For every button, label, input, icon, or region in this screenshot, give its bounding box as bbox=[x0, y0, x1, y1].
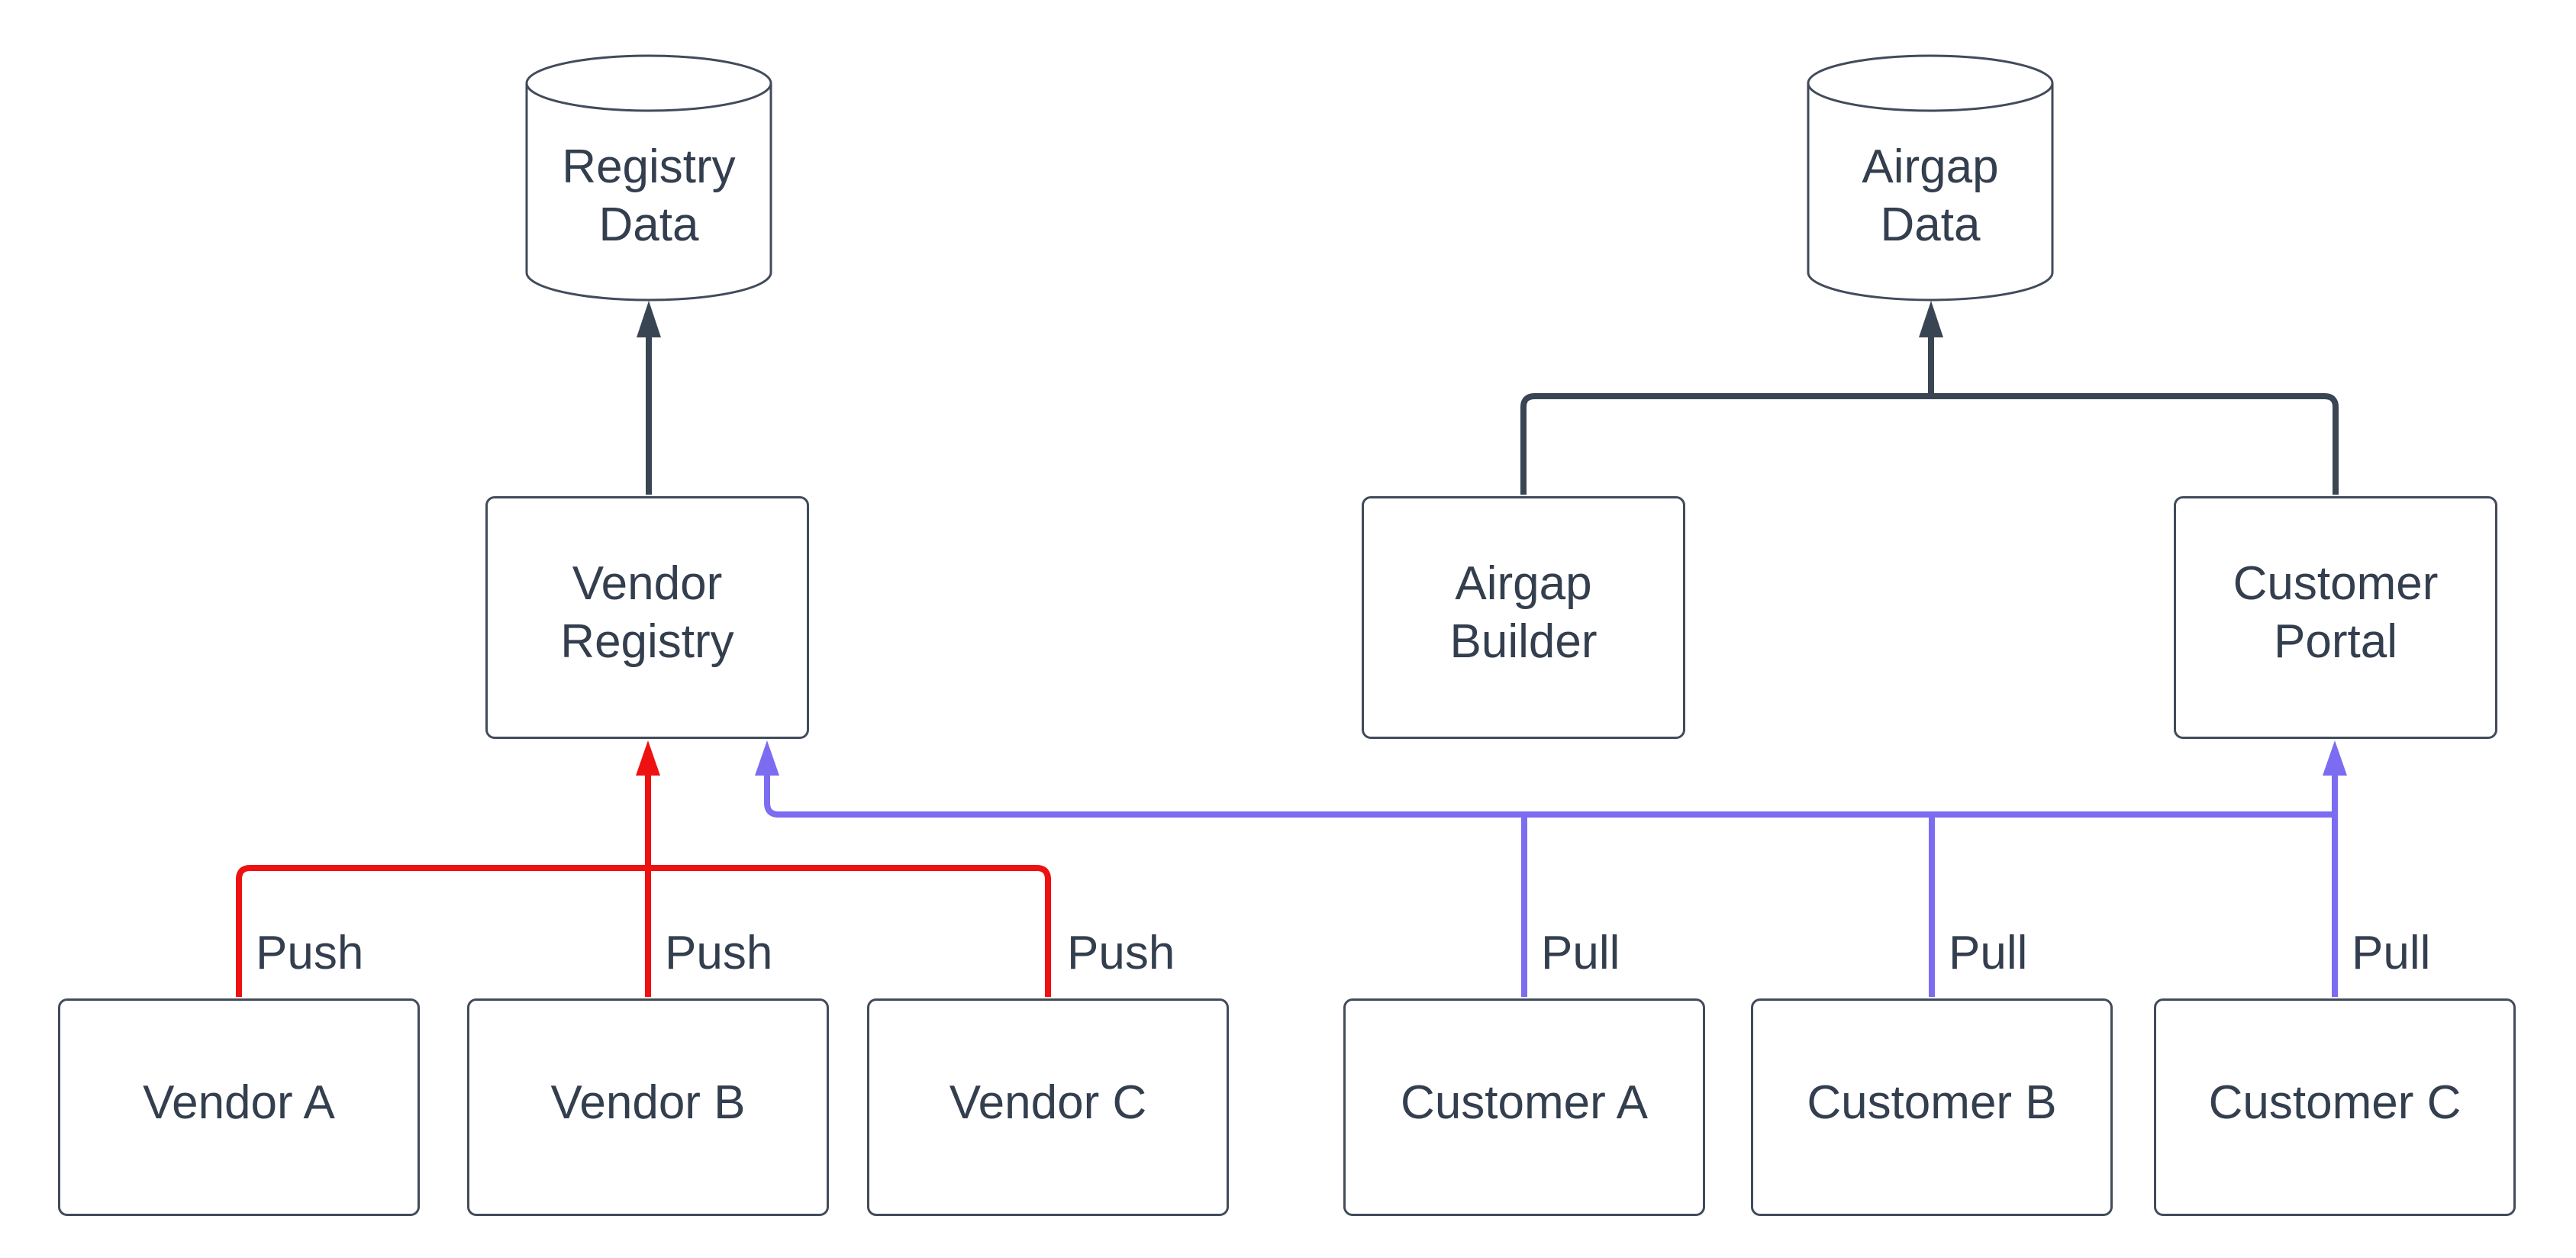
airgap-builder-label: Airgap Builder bbox=[1449, 557, 1598, 668]
vendor-a-label: Vendor A bbox=[143, 1076, 335, 1129]
cylinder-body bbox=[525, 83, 772, 302]
customer-a-label: Customer A bbox=[1401, 1076, 1648, 1129]
edge-builders-to-airgap-data bbox=[1520, 301, 2339, 495]
edge-label-push-vendor-b: Push bbox=[665, 927, 773, 979]
edge-line bbox=[1520, 393, 2339, 495]
node-airgap-builder: Airgap Builder bbox=[1362, 496, 1685, 739]
edge-label-pull-customer-a: Pull bbox=[1541, 927, 1620, 979]
customer-c-label: Customer C bbox=[2208, 1076, 2462, 1129]
registry-data-cylinder bbox=[525, 54, 772, 302]
cylinder-top bbox=[525, 54, 772, 112]
airgap-data-label: Airgap Data bbox=[1862, 140, 1999, 251]
vendor-c-label: Vendor C bbox=[949, 1076, 1147, 1129]
edge-label-pull-customer-c: Pull bbox=[2352, 927, 2431, 979]
arrowhead-pull-vendor-registry bbox=[755, 740, 779, 776]
node-customer-portal: Customer Portal bbox=[2174, 496, 2497, 739]
node-customer-b: Customer B bbox=[1751, 998, 2113, 1216]
registry-data-label: Registry Data bbox=[562, 140, 736, 251]
vendor-b-label: Vendor B bbox=[550, 1076, 746, 1129]
customer-b-label: Customer B bbox=[1807, 1076, 2057, 1129]
push-trunk bbox=[236, 865, 1051, 997]
node-vendor-c: Vendor C bbox=[867, 998, 1229, 1216]
arrowhead-registry-data bbox=[637, 301, 661, 337]
cylinder-top bbox=[1807, 54, 2054, 112]
node-vendor-registry: Vendor Registry bbox=[485, 496, 809, 739]
edge-label-push-vendor-a: Push bbox=[256, 927, 364, 979]
vendor-registry-label: Vendor Registry bbox=[560, 557, 734, 668]
edge-vendor-registry-to-registry-data bbox=[637, 301, 661, 495]
node-airgap-data: Airgap Data bbox=[1808, 105, 2052, 288]
arrowhead-pull-customer-portal bbox=[2323, 740, 2347, 776]
pull-trunk bbox=[764, 774, 2335, 818]
cylinder-body bbox=[1807, 83, 2054, 302]
arrowhead-airgap-data bbox=[1919, 301, 1943, 337]
customer-portal-label: Customer Portal bbox=[2233, 557, 2439, 668]
edge-push-group bbox=[236, 740, 1051, 997]
edge-label-pull-customer-b: Pull bbox=[1949, 927, 2028, 979]
node-vendor-b: Vendor B bbox=[467, 998, 829, 1216]
edge-pull-group bbox=[755, 740, 2347, 997]
node-customer-c: Customer C bbox=[2154, 998, 2516, 1216]
node-vendor-a: Vendor A bbox=[58, 998, 420, 1216]
edge-label-push-vendor-c: Push bbox=[1067, 927, 1175, 979]
arrowhead-push-vendor-registry bbox=[636, 740, 660, 776]
airgap-data-cylinder bbox=[1807, 54, 2054, 302]
node-customer-a: Customer A bbox=[1343, 998, 1705, 1216]
node-registry-data: Registry Data bbox=[527, 105, 771, 288]
